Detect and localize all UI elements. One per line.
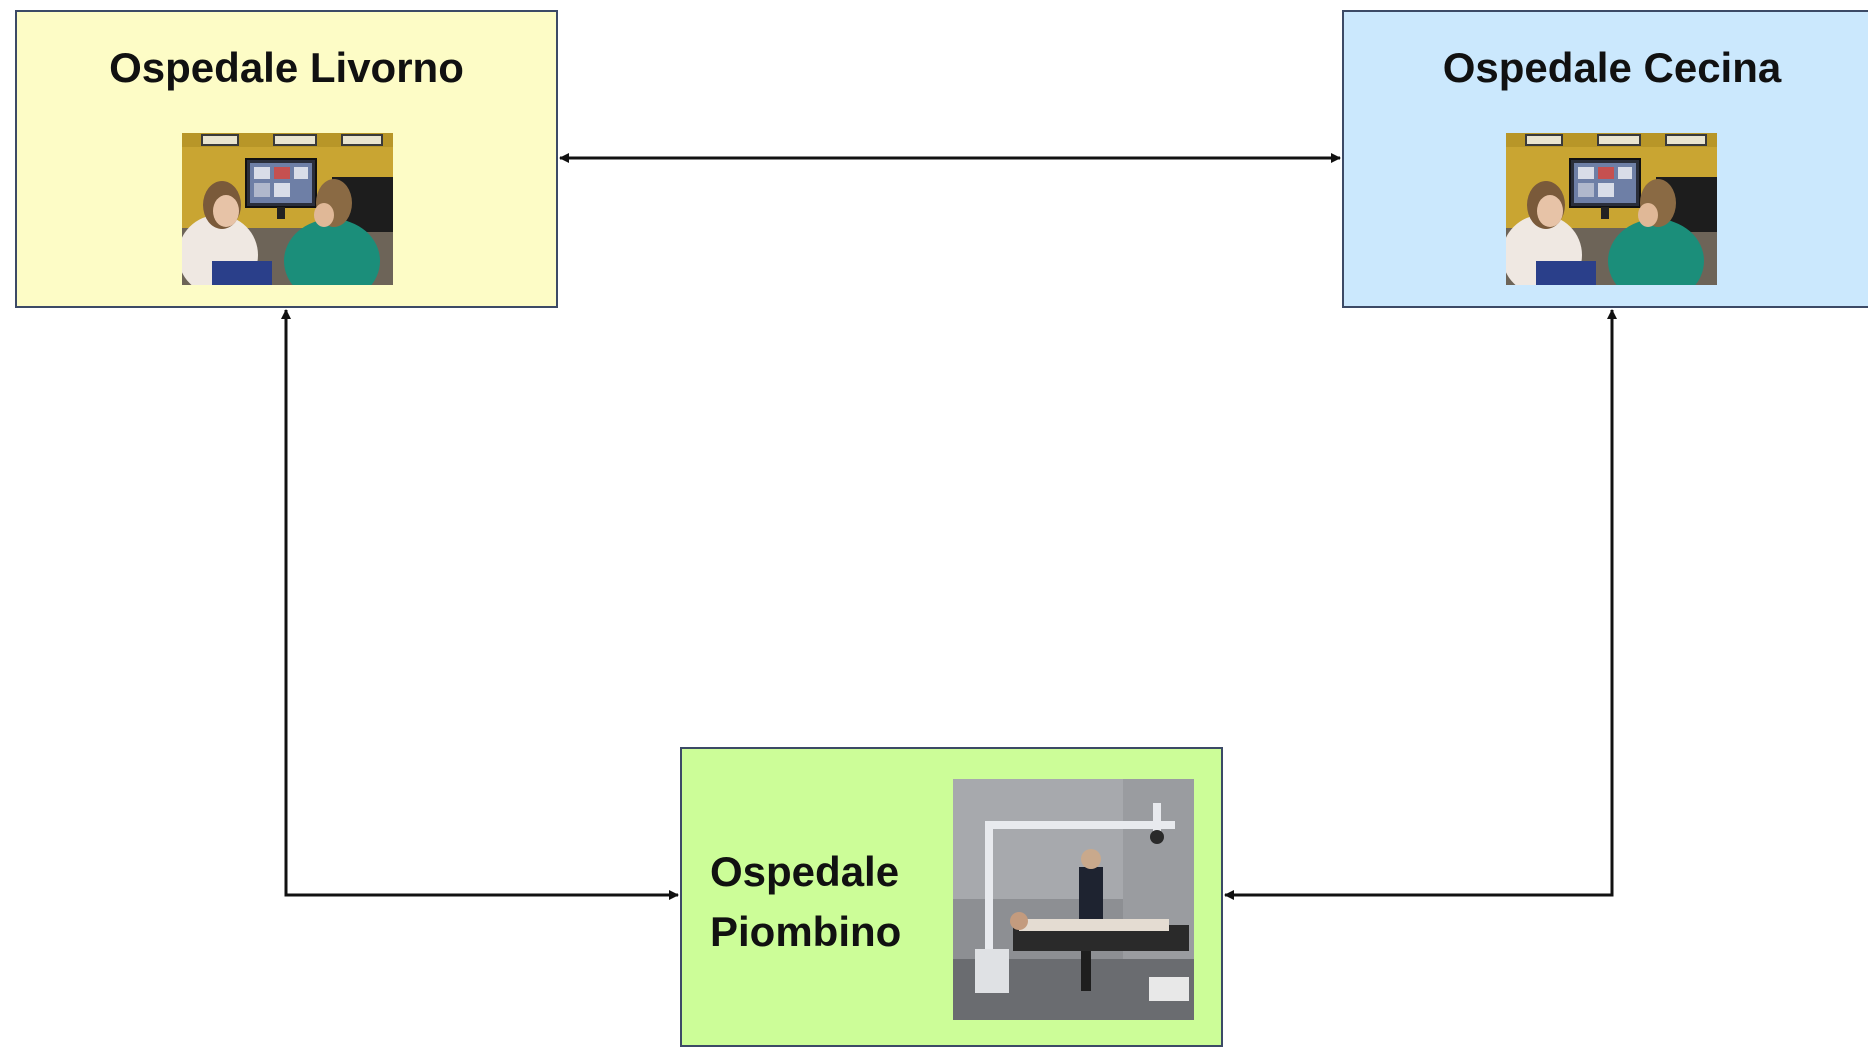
node-ospedale-livorno: Ospedale Livorno (15, 10, 558, 308)
node-ospedale-piombino: Ospedale Piombino (680, 747, 1223, 1047)
arrow-cecina-piombino (1224, 309, 1617, 900)
node-title: Ospedale Piombino (710, 848, 902, 955)
node-title: Ospedale Livorno (109, 44, 464, 91)
node-title: Ospedale Cecina (1442, 44, 1782, 91)
telemedicine-workstation-photo (1506, 133, 1717, 285)
patient-examination-room-photo (953, 779, 1194, 1020)
node-ospedale-cecina: Ospedale Cecina (1342, 10, 1868, 308)
telemedicine-workstation-photo (182, 133, 393, 285)
arrow-livorno-piombino (281, 309, 679, 900)
